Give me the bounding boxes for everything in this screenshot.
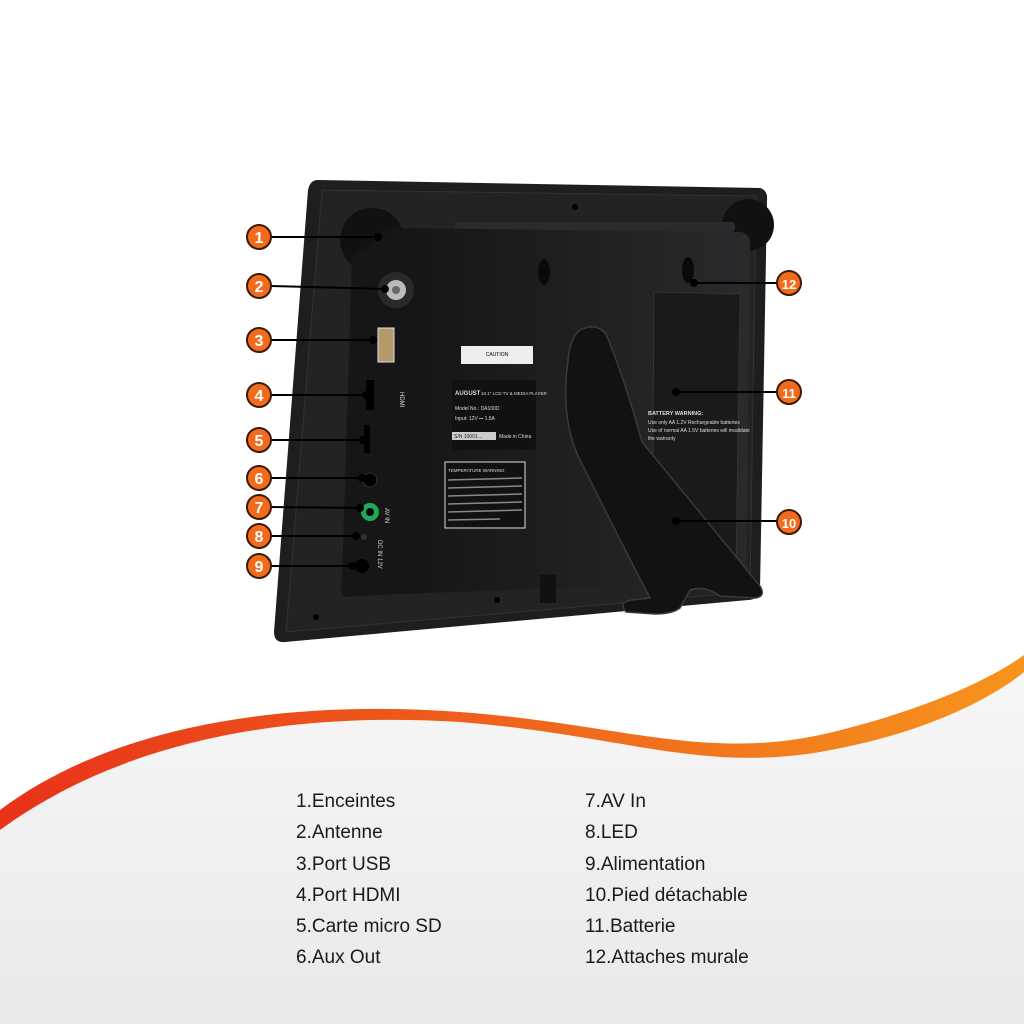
callout-8: 8 bbox=[246, 523, 272, 549]
wall-mount-hole bbox=[538, 259, 550, 285]
legend-item: 11.Batterie bbox=[585, 916, 676, 938]
callout-4: 4 bbox=[246, 382, 272, 408]
svg-text:CAUTION: CAUTION bbox=[486, 352, 509, 358]
legend-item: 3.Port USB bbox=[296, 853, 392, 875]
legend-item: 8.LED bbox=[585, 822, 638, 844]
caution-label bbox=[461, 346, 533, 364]
svg-text:Use only AA 1.2V Rechargeable: Use only AA 1.2V Rechargeable batteries bbox=[648, 420, 740, 426]
callout-5: 5 bbox=[246, 427, 272, 453]
svg-text:8: 8 bbox=[255, 529, 264, 546]
background-panel bbox=[0, 655, 1024, 1024]
svg-text:Use of normal AA 1.5V batterie: Use of normal AA 1.5V batteries will inv… bbox=[648, 428, 750, 434]
usb-port bbox=[377, 327, 395, 363]
legend-item: 10.Pied détachable bbox=[585, 884, 748, 906]
legend-item: 4.Port HDMI bbox=[296, 884, 401, 906]
svg-text:10: 10 bbox=[782, 516, 796, 531]
led bbox=[361, 534, 367, 540]
legend-item: 2.Antenne bbox=[296, 822, 383, 844]
orange-wave bbox=[0, 655, 1024, 830]
legend-item: 5.Carte micro SD bbox=[296, 916, 442, 938]
temperature-warning-label: TEMPERATURE WARNING bbox=[444, 461, 526, 529]
svg-text:6: 6 bbox=[255, 471, 264, 488]
made-in-label: Made in China bbox=[499, 434, 531, 440]
rating-label: AUGUST 10.1" LCD TV & MEDIA PLAYER Model… bbox=[452, 380, 547, 450]
legend-item: 12.Attaches murale bbox=[585, 947, 749, 969]
port-label-dc: DC IN 12V bbox=[376, 540, 382, 569]
callout-11: 11 bbox=[776, 379, 802, 405]
callout-12: 12 bbox=[776, 270, 802, 296]
svg-text:the warranty: the warranty bbox=[648, 436, 676, 442]
svg-text:5: 5 bbox=[255, 433, 264, 450]
svg-text:S/N 10001…: S/N 10001… bbox=[454, 434, 483, 440]
svg-text:TEMPERATURE WARNING: TEMPERATURE WARNING bbox=[448, 468, 505, 473]
svg-text:Model No.: DA100D: Model No.: DA100D bbox=[455, 406, 500, 412]
svg-text:4: 4 bbox=[255, 388, 264, 405]
callout-7: 7 bbox=[246, 494, 272, 520]
wall-mount-hole bbox=[682, 257, 694, 283]
legend-item: 1.Enceintes bbox=[296, 791, 396, 812]
legend-item: 7.AV In bbox=[585, 791, 646, 812]
callout-2: 2 bbox=[246, 273, 272, 299]
svg-text:3: 3 bbox=[255, 333, 264, 350]
svg-text:12: 12 bbox=[782, 277, 796, 292]
svg-text:9: 9 bbox=[255, 559, 264, 576]
svg-text:1: 1 bbox=[255, 230, 264, 247]
port-label-av: AV IN bbox=[383, 508, 389, 523]
port-label-hdmi: HDMI bbox=[398, 392, 404, 408]
callout-10: 10 bbox=[776, 509, 802, 535]
legend-left: 1.Enceintes 2.Antenne 3.Port USB 4.Port … bbox=[296, 786, 442, 974]
svg-text:Input: 12V ⎓ 1.5A: Input: 12V ⎓ 1.5A bbox=[455, 416, 496, 422]
dc-port bbox=[355, 559, 369, 573]
callout-lines bbox=[270, 233, 777, 570]
tv-device: HDMI AV IN DC IN 12V CAUTION AUGUST 10.1… bbox=[274, 180, 774, 643]
legend-item: 6.Aux Out bbox=[296, 947, 381, 969]
battery-warning-label: BATTERY WARNING: Use only AA 1.2V Rechar… bbox=[648, 411, 750, 442]
svg-text:BATTERY WARNING:: BATTERY WARNING: bbox=[648, 411, 703, 417]
svg-text:11: 11 bbox=[782, 386, 796, 401]
microsd-slot bbox=[364, 425, 370, 453]
callout-3: 3 bbox=[246, 327, 272, 353]
legend-right: 7.AV In 8.LED 9.Alimentation 10.Pied dét… bbox=[585, 786, 749, 974]
legend-item: 9.Alimentation bbox=[585, 853, 706, 875]
svg-text:10.1" LCD TV & MEDIA PLAYER: 10.1" LCD TV & MEDIA PLAYER bbox=[481, 391, 547, 396]
detachable-stand bbox=[564, 326, 763, 615]
callout-6: 6 bbox=[246, 465, 272, 491]
callout-9: 9 bbox=[246, 553, 272, 579]
callout-1: 1 bbox=[246, 224, 272, 250]
svg-text:2: 2 bbox=[255, 279, 264, 296]
brand-logo: AUGUST bbox=[455, 391, 481, 397]
svg-text:7: 7 bbox=[255, 500, 264, 517]
